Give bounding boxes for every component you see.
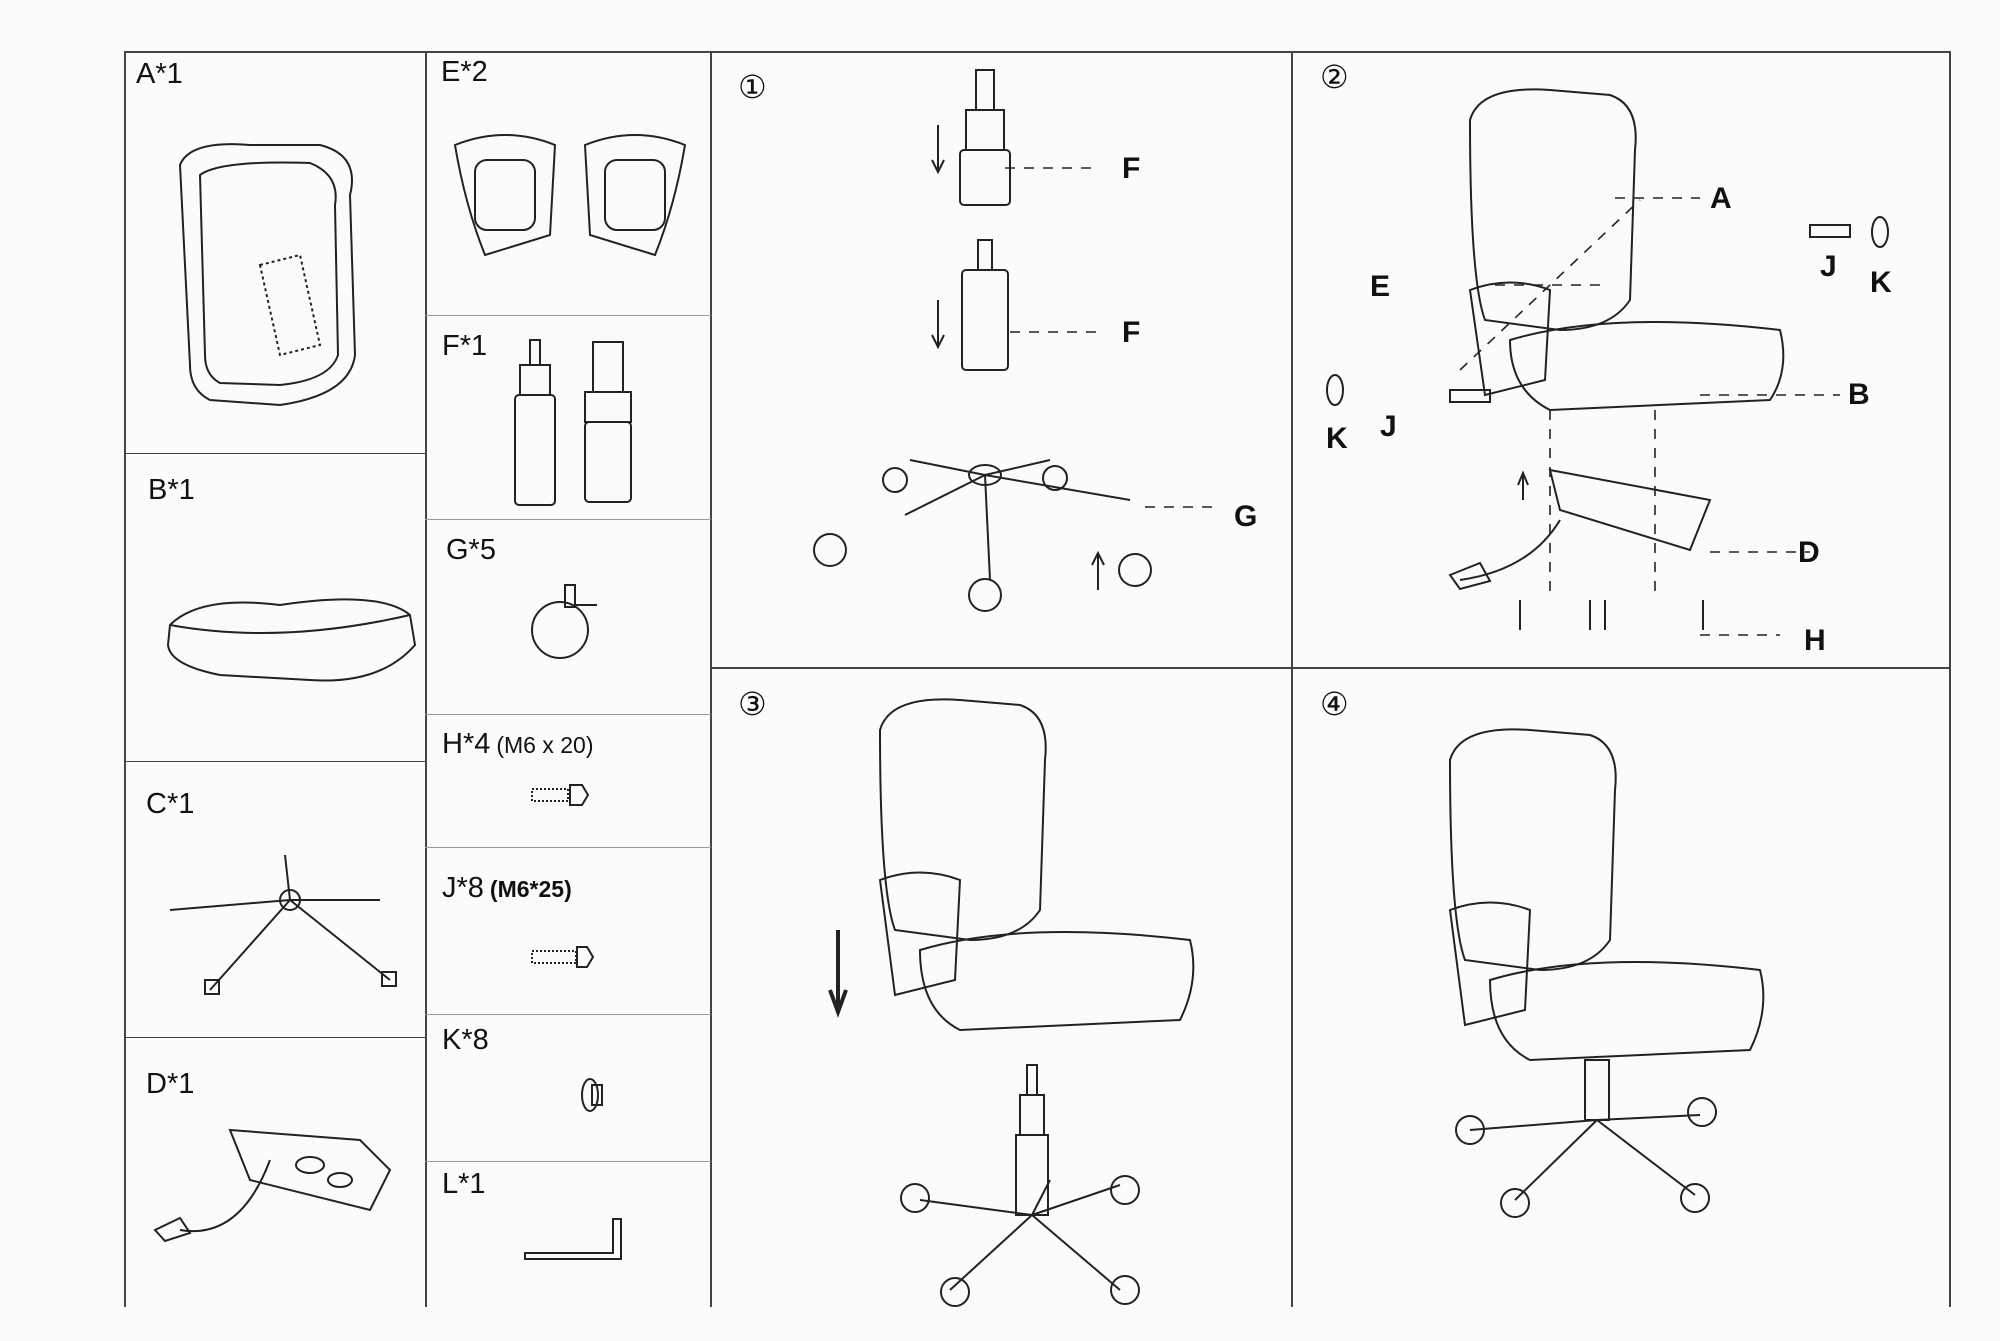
backrest-drawing <box>178 143 357 407</box>
callout-f-2: F <box>1122 316 1141 349</box>
callout-k-right: K <box>1870 266 1892 299</box>
divider <box>124 453 426 454</box>
part-b-label: B*1 <box>148 474 195 506</box>
star-base-drawing <box>169 854 397 995</box>
part-j-spec: (M6*25) <box>489 876 572 902</box>
divider <box>425 1161 711 1162</box>
part-j-label: J*8 <box>442 872 484 904</box>
seat-drawing <box>166 598 417 682</box>
callout-h: H <box>1804 624 1826 657</box>
part-c-label: C*1 <box>146 788 195 820</box>
callout-e: E <box>1370 270 1391 303</box>
part-f-label: F*1 <box>442 330 488 362</box>
step-4-drawing <box>1448 728 1765 1218</box>
callout-b: B <box>1848 378 1870 411</box>
callout-j-left: J <box>1380 410 1397 443</box>
step-4-number: ④ <box>1320 685 1349 723</box>
part-h-spec: (M6 x 20) <box>496 732 594 758</box>
divider <box>710 667 1950 669</box>
divider <box>710 51 712 1307</box>
allen-key-drawing <box>524 1218 622 1260</box>
step-2-number: ② <box>1320 58 1349 96</box>
part-j: J*8(M6*25) <box>442 872 572 905</box>
divider <box>425 51 427 1307</box>
step-1-drawing <box>813 69 1220 612</box>
part-a-label: A*1 <box>136 58 183 90</box>
washer-k-drawing <box>581 1078 603 1112</box>
callout-j-right: J <box>1820 250 1837 283</box>
part-e-label: E*2 <box>441 56 488 88</box>
part-l-label: L*1 <box>442 1168 486 1200</box>
step-3-number: ③ <box>738 685 767 723</box>
divider <box>425 315 711 316</box>
bolt-j-drawing <box>531 946 595 968</box>
part-k-label: K*8 <box>442 1024 489 1056</box>
callout-d: D <box>1798 536 1820 569</box>
divider <box>124 761 426 762</box>
divider <box>124 51 126 1307</box>
armrest-drawing <box>453 134 687 257</box>
divider <box>425 519 711 520</box>
part-g-label: G*5 <box>446 534 496 566</box>
step-2-drawing <box>1326 88 1889 636</box>
divider <box>124 1037 426 1038</box>
divider <box>1291 51 1293 1307</box>
divider <box>1949 51 1951 1307</box>
caster-drawing <box>531 584 597 659</box>
step-1-number: ① <box>738 68 767 106</box>
divider <box>425 714 711 715</box>
callout-k-left: K <box>1326 422 1348 455</box>
mechanism-plate-drawing <box>153 1128 392 1243</box>
bolt-h-drawing <box>531 784 590 806</box>
part-h: H*4(M6 x 20) <box>442 728 594 761</box>
step-3-drawing <box>828 698 1195 1307</box>
frame-top <box>124 51 1949 53</box>
gas-lift-drawing <box>514 339 632 506</box>
part-h-label: H*4 <box>442 728 491 760</box>
divider <box>425 847 711 848</box>
divider <box>425 1014 711 1015</box>
callout-f-1: F <box>1122 152 1141 185</box>
callout-g: G <box>1234 500 1258 533</box>
callout-a: A <box>1710 182 1732 215</box>
part-d-label: D*1 <box>146 1068 195 1100</box>
